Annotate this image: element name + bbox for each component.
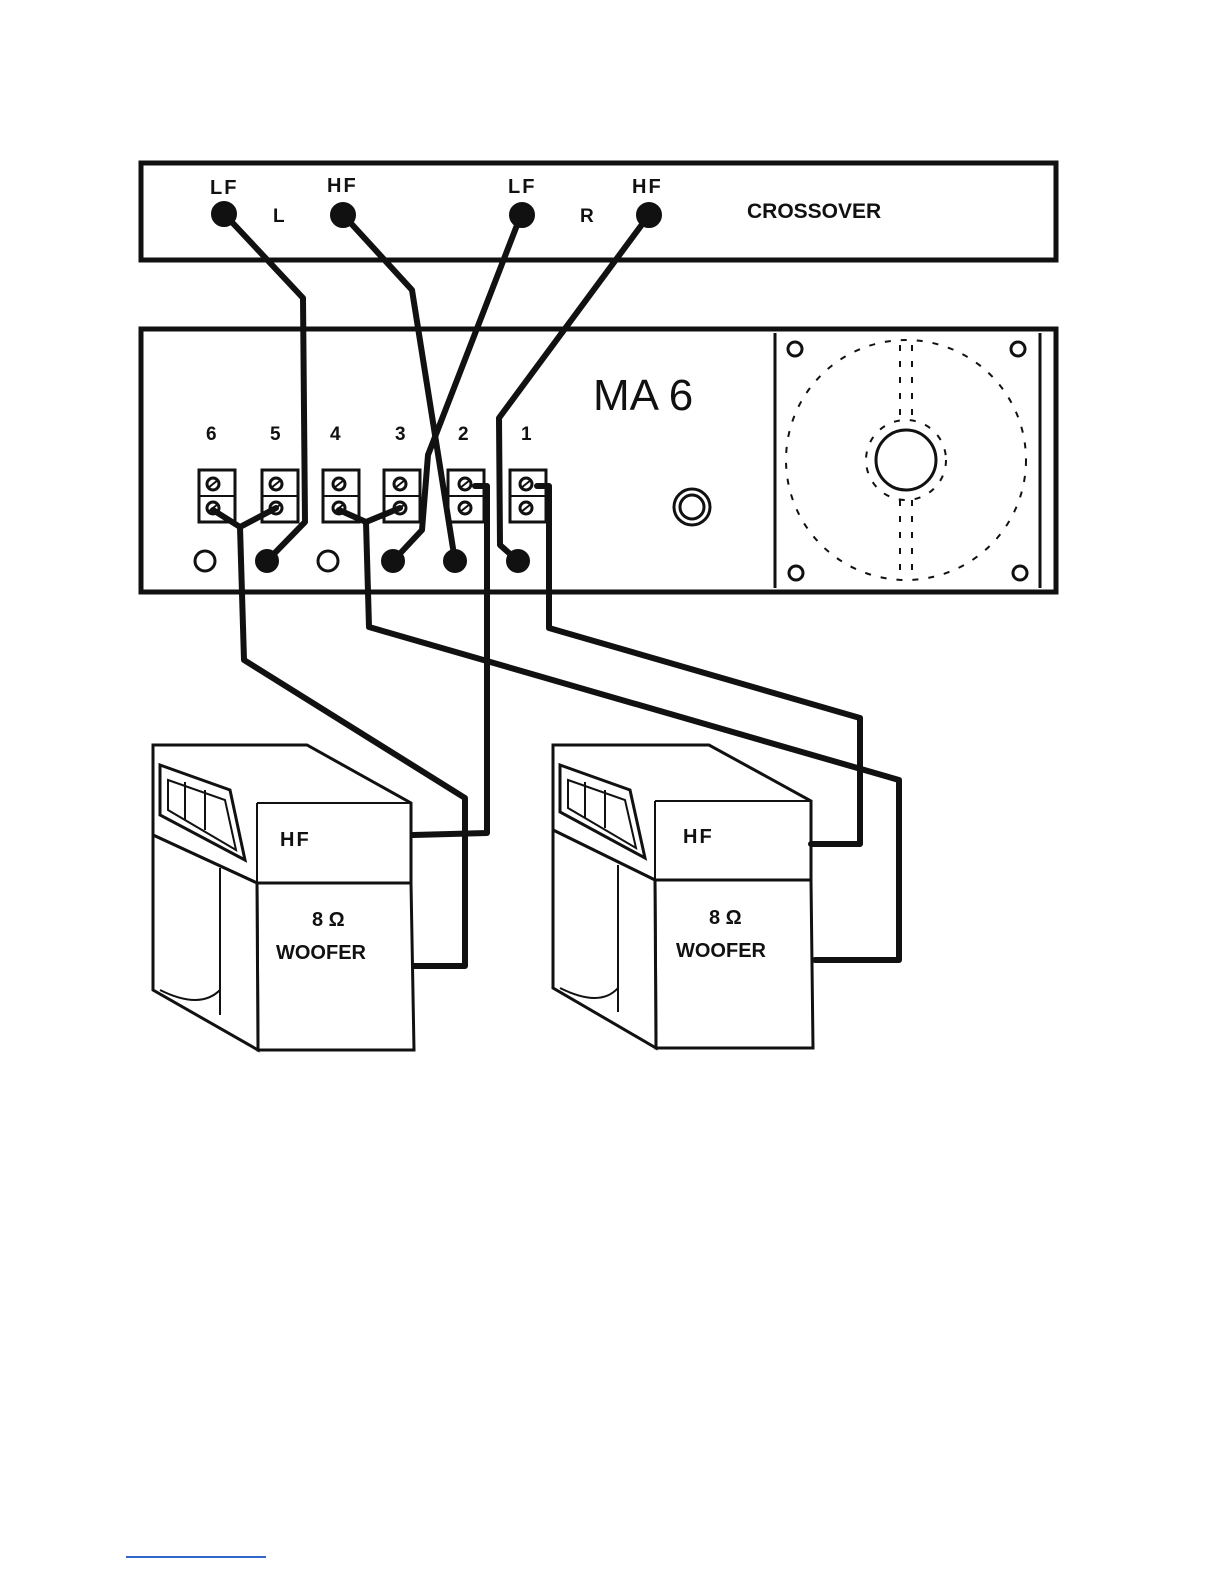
channel-number-6: 6 — [206, 424, 217, 445]
power-knob — [674, 489, 710, 525]
crossover-terminal-label-hf-left: HF — [327, 175, 358, 197]
footer-rule — [126, 1556, 266, 1558]
screw-terminal-block-2 — [448, 470, 484, 522]
speaker-cabinet-right: HF 8 Ω WOOFER — [553, 745, 813, 1048]
crossover-left-channel-label: L — [273, 206, 285, 227]
input-jack-6 — [195, 551, 215, 571]
channel-number-5: 5 — [270, 424, 281, 445]
speaker-left-woofer-label: WOOFER — [276, 942, 367, 964]
crossover-right-channel-label: R — [580, 206, 594, 227]
crossover-terminal-label-lf-left: LF — [210, 177, 238, 199]
speaker-cabinet-left: HF 8 Ω WOOFER — [153, 745, 414, 1050]
channel-number-2: 2 — [458, 424, 469, 445]
speaker-right-woofer-label: WOOFER — [676, 940, 767, 962]
speaker-right-hf-label: HF — [683, 826, 714, 848]
crossover-terminal-label-hf-right: HF — [632, 176, 663, 198]
crossover-lf-right-terminal — [510, 203, 534, 227]
channel-number-3: 3 — [395, 424, 406, 445]
screw-terminal-block-1 — [510, 470, 546, 522]
crossover-panel: LF HF LF HF L R CROSSOVER — [141, 163, 1056, 260]
input-jack-4 — [318, 551, 338, 571]
crossover-title: CROSSOVER — [747, 200, 881, 223]
speaker-left-impedance-label: 8 Ω — [312, 909, 345, 931]
speaker-left-hf-label: HF — [280, 829, 311, 851]
channel-number-4: 4 — [330, 424, 341, 445]
channel-number-1: 1 — [521, 424, 532, 445]
amplifier-model-label: MA 6 — [593, 371, 693, 420]
crossover-terminal-label-lf-right: LF — [508, 176, 536, 198]
speaker-right-impedance-label: 8 Ω — [709, 907, 742, 929]
